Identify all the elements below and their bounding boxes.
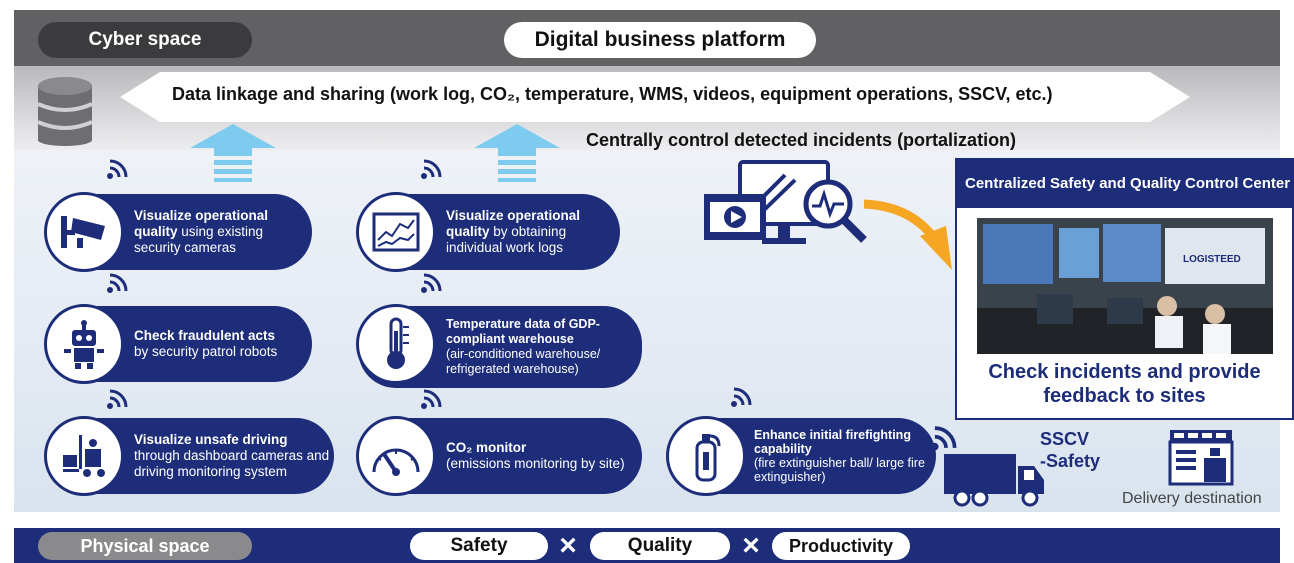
- card-desc: (fire extinguisher ball/ large fire exti…: [754, 456, 925, 484]
- wifi-icon: [421, 159, 442, 179]
- security-camera-icon: [44, 192, 124, 272]
- delivery-destination-label: Delivery destination: [1122, 490, 1262, 507]
- cyber-space-label: Cyber space: [38, 22, 252, 58]
- times-symbol: ×: [742, 528, 760, 562]
- control-center-caption: Check incidents and provide feedback to …: [955, 360, 1294, 408]
- card-title: Visualize operational quality: [134, 208, 269, 239]
- robot-icon: [44, 304, 124, 384]
- card-desc: (air-conditioned warehouse/ refrigerated…: [446, 347, 601, 376]
- card-desc: by security patrol robots: [134, 344, 278, 359]
- sscv-line2: -Safety: [1040, 451, 1101, 471]
- wifi-icon: [421, 389, 442, 409]
- card-title: Check fraudulent acts: [134, 328, 276, 343]
- orange-arrow-icon: [863, 199, 952, 270]
- card-desc: through dashboard cameras and driving mo…: [134, 448, 330, 479]
- card-title: Visualize unsafe driving: [134, 432, 288, 447]
- caption-line1: Check incidents and provide: [988, 361, 1261, 383]
- card-title: Enhance initial firefighting capability: [754, 428, 911, 456]
- wifi-icon: [107, 159, 128, 179]
- photo-sign: LOGISTEED: [1183, 254, 1241, 265]
- wifi-icon: [107, 273, 128, 293]
- upload-arrow-center-icon: [474, 124, 560, 182]
- thermometer-icon: [356, 304, 436, 384]
- wifi-icon: [421, 273, 442, 293]
- building-icon: [1168, 430, 1234, 486]
- control-room-photo: LOGISTEED: [977, 218, 1273, 354]
- truck-icon: [944, 454, 1044, 507]
- upload-arrow-left-icon: [190, 124, 276, 182]
- wifi-icon: [731, 387, 752, 407]
- card-temperature: Temperature data of GDP-compliant wareho…: [356, 304, 642, 388]
- forklift-icon: [44, 416, 124, 496]
- monitor-video-icon: [704, 160, 867, 244]
- chart-icon: [356, 192, 436, 272]
- card-work-logs: Visualize operational quality by obtaini…: [356, 192, 620, 272]
- control-center-header: Centralized Safety and Quality Control C…: [955, 158, 1294, 208]
- wifi-icon: [931, 426, 957, 451]
- gauge-icon: [356, 416, 436, 496]
- central-control-text: Centrally control detected incidents (po…: [586, 130, 1017, 150]
- productivity-pill: Productivity: [772, 532, 910, 560]
- card-security-cameras: Visualize operational quality using exis…: [44, 192, 312, 272]
- physical-space-label: Physical space: [38, 532, 252, 560]
- card-co2-monitor: CO₂ monitor(emissions monitoring by site…: [356, 416, 642, 496]
- wifi-icon: [107, 389, 128, 409]
- data-linkage-text: Data linkage and sharing (work log, CO₂,…: [172, 84, 1053, 104]
- database-icon: [37, 77, 93, 146]
- quality-pill: Quality: [590, 532, 730, 560]
- card-firefighting: Enhance initial firefighting capability(…: [666, 416, 936, 496]
- sscv-line1: SSCV: [1040, 429, 1090, 449]
- card-desc: by obtaining individual work logs: [446, 224, 567, 255]
- fire-extinguisher-icon: [666, 416, 746, 496]
- caption-line2: feedback to sites: [1043, 385, 1206, 407]
- card-title: Temperature data of GDP-compliant wareho…: [446, 317, 600, 346]
- times-symbol: ×: [559, 528, 577, 562]
- card-title: CO₂ monitor: [446, 440, 527, 455]
- card-desc: (emissions monitoring by site): [446, 456, 625, 471]
- card-desc: using existing security cameras: [134, 224, 264, 255]
- card-title: Visualize operational quality: [446, 208, 581, 239]
- data-linkage-banner: [120, 72, 1190, 122]
- platform-label: Digital business platform: [504, 22, 816, 58]
- sscv-label: SSCV -Safety: [1040, 428, 1100, 472]
- safety-pill: Safety: [410, 532, 548, 560]
